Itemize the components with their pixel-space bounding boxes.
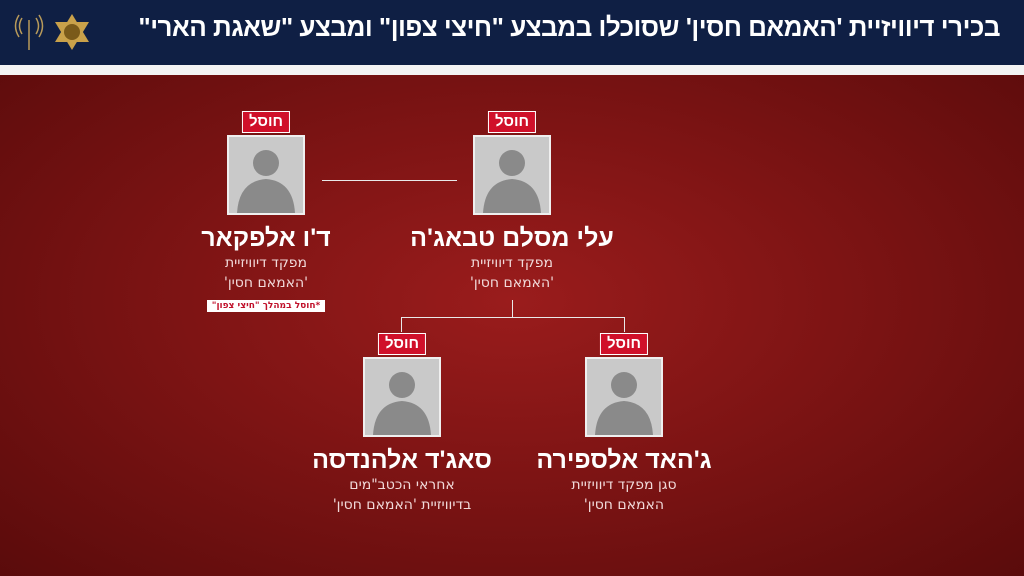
connector-line [322, 180, 457, 181]
person-role: האמאם חסין' [583, 497, 665, 513]
elimination-note: *חוסל במהלך "חיצי צפון" [206, 300, 326, 312]
avatar-silhouette [473, 135, 551, 215]
person-card: חוסל ד'ו אלפקאר מפקד דיוויזיית 'האמאם חס… [136, 111, 396, 312]
eliminated-badge: חוסל [377, 333, 427, 355]
person-silhouette-icon [483, 150, 541, 213]
connector-line [401, 317, 402, 332]
person-role: בדיוויזיית 'האמאם חסין' [332, 497, 472, 513]
person-card: חוסל עלי מסלם טבאג'ה מפקד דיוויזיית 'האמ… [382, 111, 642, 293]
eliminated-badge: חוסל [487, 111, 537, 133]
person-role: 'האמאם חסין' [224, 275, 308, 291]
person-role: אחראי הכטב"מים [349, 477, 455, 493]
person-name: ד'ו אלפקאר [201, 224, 331, 252]
person-name: ג'האד אלספירה [536, 446, 712, 474]
person-role: 'האמאם חסין' [470, 275, 554, 291]
avatar-silhouette [585, 357, 663, 437]
person-role: סגן מפקד דיוויזיית [571, 477, 677, 493]
person-silhouette-icon [237, 150, 295, 213]
connector-line [512, 300, 513, 317]
page-title: בכירי דיוויזיית 'האמאם חסין' שסוכלו במבצ… [138, 12, 1000, 42]
avatar-silhouette [363, 357, 441, 437]
header-divider [0, 65, 1024, 75]
header-bar [0, 0, 1024, 65]
person-role: מפקד דיוויזיית [470, 255, 554, 271]
avatar-silhouette [227, 135, 305, 215]
person-card: חוסל ג'האד אלספירה סגן מפקד דיוויזיית הא… [494, 333, 754, 515]
eliminated-badge: חוסל [241, 111, 291, 133]
person-card: חוסל סאג'ד אלהנדסה אחראי הכטב"מים בדיווי… [272, 333, 532, 515]
idf-emblem-icon [55, 14, 89, 50]
intelligence-emblem-icon [14, 14, 44, 50]
person-silhouette-icon [595, 372, 653, 435]
connector-line [624, 317, 625, 332]
eliminated-badge: חוסל [599, 333, 649, 355]
person-silhouette-icon [373, 372, 431, 435]
person-role: מפקד דיוויזיית [224, 255, 308, 271]
connector-line [401, 317, 625, 318]
person-name: עלי מסלם טבאג'ה [410, 224, 614, 252]
person-name: סאג'ד אלהנדסה [312, 446, 492, 474]
